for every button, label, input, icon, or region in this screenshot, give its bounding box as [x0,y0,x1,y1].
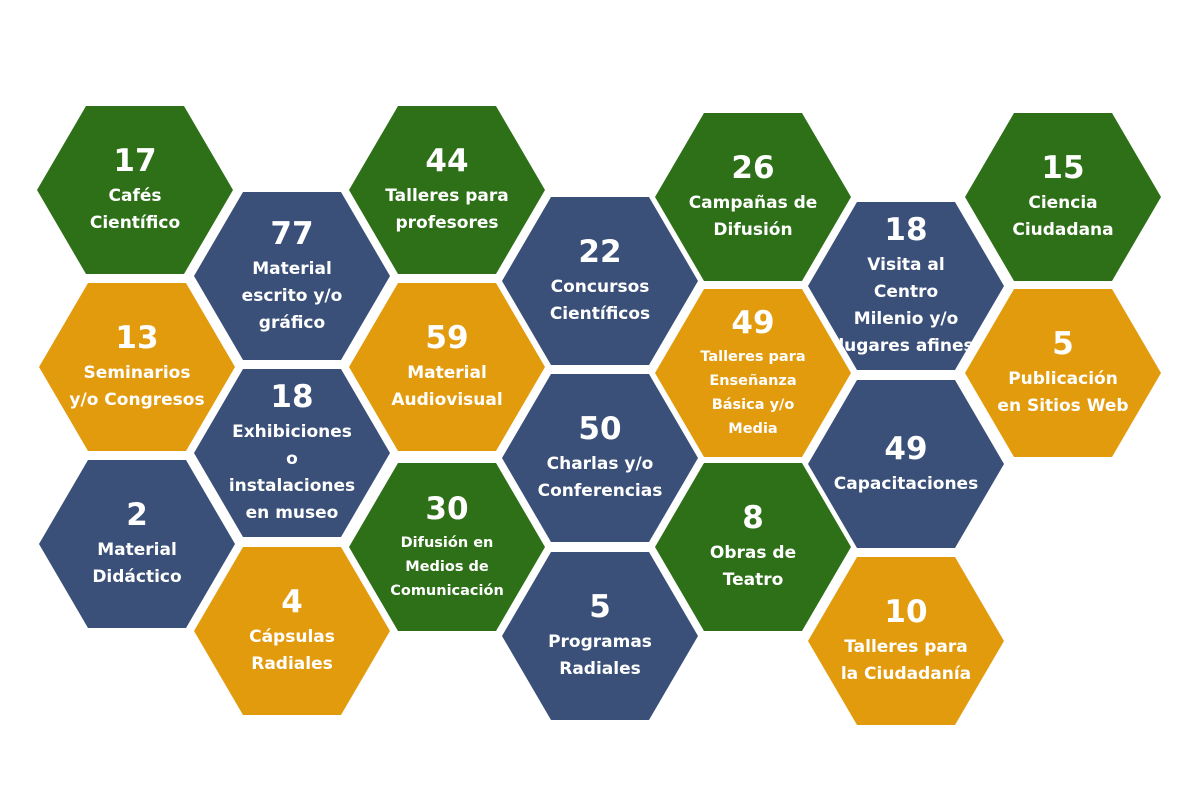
hex-label: Capacitaciones [833,473,979,494]
hex-value: 18 [884,212,928,248]
hex-concursos-cientificos: 22 Concursos Científicos [502,197,698,365]
hex-label: Difusión en Medios de Comunicación [390,535,504,599]
hex-talleres-profesores: 44 Talleres para profesores [349,106,545,274]
hex-value: 26 [731,150,775,186]
hex-value: 22 [578,234,622,270]
hex-label: Talleres para la Ciudadanía [840,637,972,684]
hex-value: 44 [425,143,469,179]
hex-talleres-ciudadania: 10 Talleres para la Ciudadanía [808,557,1004,725]
hex-value: 49 [884,430,928,467]
hex-value: 13 [115,320,159,356]
hex-label: Cafés Científico [89,186,181,233]
hex-value: 4 [281,584,303,620]
hex-value: 30 [425,491,469,527]
hex-material-escrito: 77 Material escrito y/o gráfico [194,192,390,360]
hex-ciencia-ciudadana: 15 Ciencia Ciudadana [965,113,1161,281]
hex-label: Concursos Científicos [549,277,651,324]
hex-value: 5 [1052,326,1074,362]
hex-seminarios-congresos: 13 Seminarios y/o Congresos [39,283,235,451]
hex-value: 10 [884,594,928,630]
hex-label: Campañas de Difusión [688,193,818,240]
hex-difusion-medios: 30 Difusión en Medios de Comunicación [349,463,545,631]
hex-value: 8 [742,500,764,536]
hex-label: Talleres para profesores [385,186,509,233]
hex-obras-teatro: 8 Obras de Teatro [655,463,851,631]
hex-label: Seminarios y/o Congresos [69,363,205,410]
hex-talleres-ensenanza: 49 Talleres para Enseñanza Básica y/o Me… [655,289,851,457]
hex-exhibiciones-museo: 18 Exhibiciones o instalaciones en museo [194,369,390,537]
hex-label: Talleres para Enseñanza Básica y/o Media [700,349,806,437]
hex-value: 5 [589,589,611,625]
hex-value: 2 [126,497,148,533]
hex-value: 50 [578,411,622,447]
hex-label: Cápsulas Radiales [249,627,335,674]
hex-label: Charlas y/o Conferencias [537,454,663,501]
hex-label: Programas Radiales [548,632,652,679]
hex-capacitaciones: 49 Capacitaciones [808,380,1004,548]
hex-material-didactico: 2 Material Didáctico [39,460,235,628]
hex-label: Material Audiovisual [391,363,503,410]
hex-label: Exhibiciones o instalaciones en museo [228,422,356,523]
hex-programas-radiales: 5 Programas Radiales [502,552,698,720]
hex-campanas-difusion: 26 Campañas de Difusión [655,113,851,281]
hex-value: 77 [270,215,314,252]
hex-capsulas-radiales: 4 Cápsulas Radiales [194,547,390,715]
hex-label: Material Didáctico [92,540,182,587]
hex-label: Material escrito y/o gráfico [241,258,343,333]
hex-label: Visita al Centro Milenio y/o lugares afi… [838,255,974,356]
hex-material-audiovisual: 59 Material Audiovisual [349,283,545,451]
hex-label: Ciencia Ciudadana [1012,193,1114,240]
hex-value: 17 [113,143,157,179]
hex-value: 18 [270,379,314,415]
hex-charlas-conferencias: 50 Charlas y/o Conferencias [502,374,698,542]
hex-value: 59 [425,320,469,356]
hex-publicacion-sitios-web: 5 Publicación en Sitios Web [965,289,1161,457]
hex-value: 15 [1041,150,1085,186]
hex-label: Publicación en Sitios Web [997,369,1129,416]
hex-label: Obras de Teatro [709,543,797,590]
hex-visita-centro-milenio: 18 Visita al Centro Milenio y/o lugares … [808,202,1004,370]
hex-cafes-cientifico: 17 Cafés Científico [37,106,233,274]
hex-value: 49 [731,305,775,341]
